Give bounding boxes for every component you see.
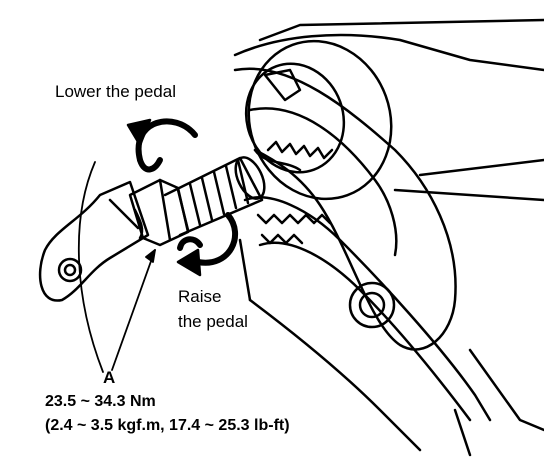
part-a-label: A <box>103 368 116 387</box>
pliers <box>233 67 492 452</box>
raise-rotation-arrow <box>176 212 239 277</box>
raise-pedal-label-line2: the pedal <box>178 312 248 331</box>
torque-spec-nm: 23.5 ~ 34.3 Nm <box>45 393 156 410</box>
lower-pedal-label: Lower the pedal <box>55 82 176 101</box>
part-a-leader <box>77 161 156 373</box>
mounting-bracket <box>233 18 544 457</box>
clevis <box>38 180 150 302</box>
lock-nut <box>128 178 190 247</box>
lower-rotation-arrow <box>126 118 198 173</box>
bracket-boss <box>244 39 393 201</box>
threaded-rod <box>163 156 266 237</box>
torque-spec-alt: (2.4 ~ 3.5 kgf.m, 17.4 ~ 25.3 lb-ft) <box>45 417 290 434</box>
raise-pedal-label-line1: Raise <box>178 287 222 306</box>
